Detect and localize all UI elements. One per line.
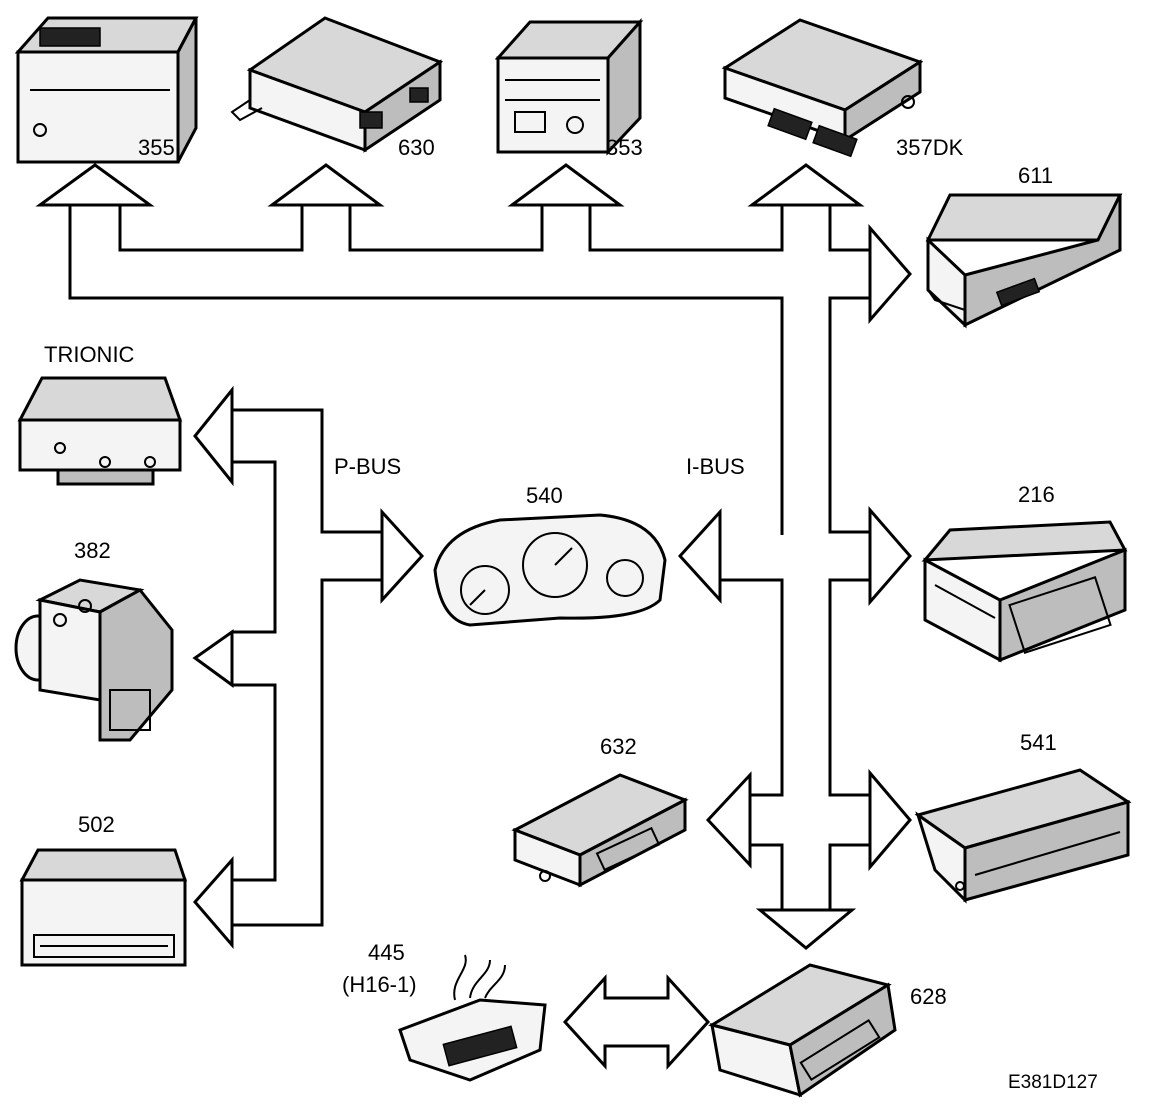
unit-trionic-drawing xyxy=(17,376,183,486)
label-216: 216 xyxy=(1018,482,1055,507)
unit-541-drawing xyxy=(914,768,1132,904)
arrow-to-353 xyxy=(507,163,625,207)
label-382: 382 xyxy=(74,538,111,563)
label-541: 541 xyxy=(1020,730,1057,755)
arrow-pbus-to-540 xyxy=(380,508,425,604)
unit-540-drawing xyxy=(433,513,667,627)
arrow-to-382 xyxy=(192,629,234,688)
label-pbus: P-BUS xyxy=(334,454,401,479)
figure-code: E381D127 xyxy=(1008,1072,1098,1093)
unit-632-drawing xyxy=(511,773,689,888)
arrow-to-355 xyxy=(35,163,155,207)
arrow-to-630 xyxy=(267,163,385,207)
label-355: 355 xyxy=(138,135,175,160)
unit-353-drawing xyxy=(494,18,644,156)
unit-216-drawing xyxy=(921,520,1128,663)
arrow-to-611 xyxy=(868,223,912,325)
label-trionic: TRIONIC xyxy=(44,342,135,367)
label-353: 353 xyxy=(606,135,643,160)
arrow-to-216 xyxy=(868,505,912,607)
label-502: 502 xyxy=(78,812,115,837)
unit-628-drawing xyxy=(708,963,897,1098)
arrow-to-357dk xyxy=(747,163,865,207)
arrow-ibus-to-540 xyxy=(677,508,722,604)
label-630: 630 xyxy=(398,135,435,160)
unit-502-drawing xyxy=(19,848,188,967)
double-arrow-445-628 xyxy=(562,974,711,1070)
label-632: 632 xyxy=(600,734,637,759)
label-ibus: I-BUS xyxy=(686,454,745,479)
arrow-to-502 xyxy=(193,856,234,950)
pbus-bus xyxy=(232,408,382,927)
label-628: 628 xyxy=(910,984,947,1009)
label-611: 611 xyxy=(1018,163,1053,188)
arrow-to-632 xyxy=(705,771,752,869)
arrow-to-541 xyxy=(868,768,912,872)
label-357dk: 357DK xyxy=(896,135,964,160)
arrow-to-628 xyxy=(755,908,857,950)
unit-445-drawing xyxy=(398,954,547,1082)
arrow-to-trionic xyxy=(193,385,234,487)
label-445-sub: (H16-1) xyxy=(342,972,417,997)
label-540: 540 xyxy=(526,483,563,508)
unit-630-drawing xyxy=(230,16,444,153)
unit-355-drawing xyxy=(14,16,199,164)
label-445: 445 xyxy=(368,940,405,965)
unit-382-drawing xyxy=(14,578,174,742)
unit-357dk-drawing xyxy=(721,18,924,158)
unit-611-drawing xyxy=(925,193,1123,329)
ibus-upper-bus xyxy=(68,205,870,910)
